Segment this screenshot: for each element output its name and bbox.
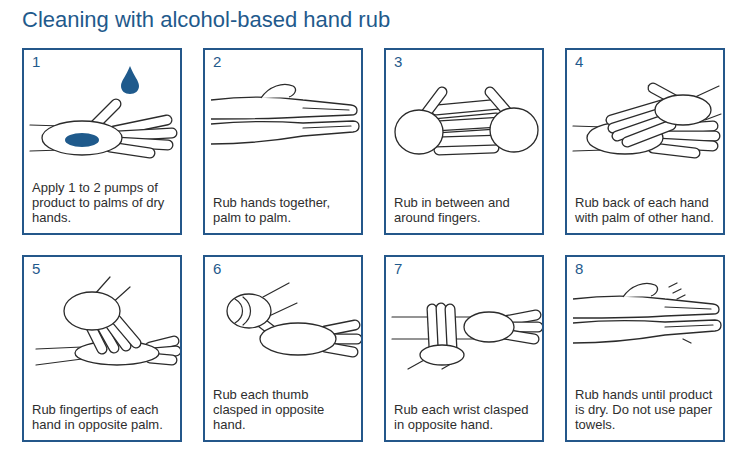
step-number: 6 bbox=[213, 260, 353, 278]
finger-line bbox=[235, 297, 251, 325]
step-panel: 2Rub hands together, palm to palm. bbox=[203, 48, 363, 235]
finger bbox=[441, 308, 443, 349]
step-panel: 5Rub fingertips of each hand in opposite… bbox=[22, 255, 182, 442]
finger bbox=[110, 147, 150, 153]
hand bbox=[211, 121, 359, 144]
step-caption: Rub hands until product is dry. Do not u… bbox=[575, 387, 715, 432]
finger-line bbox=[303, 108, 351, 128]
finger bbox=[441, 308, 443, 349]
finger bbox=[110, 147, 150, 153]
step-caption: Apply 1 to 2 pumps of product to palms o… bbox=[32, 180, 172, 225]
finger bbox=[627, 125, 671, 142]
finger bbox=[450, 309, 452, 349]
step-caption: Rub fingertips of each hand in opposite … bbox=[32, 402, 172, 432]
finger bbox=[114, 317, 136, 343]
step-number: 3 bbox=[394, 53, 534, 71]
step-number: 2 bbox=[213, 53, 353, 71]
step-number: 5 bbox=[32, 260, 172, 278]
palm bbox=[395, 110, 443, 154]
step-caption: Rub each wrist clasped in opposite hand. bbox=[394, 402, 534, 432]
step-number: 1 bbox=[32, 53, 172, 71]
finger bbox=[436, 140, 500, 142]
apply-illustration bbox=[30, 66, 172, 155]
thumb bbox=[261, 85, 296, 99]
step-caption: Rub each thumb clasped in opposite hand. bbox=[213, 387, 353, 432]
finger bbox=[117, 133, 172, 136]
product-drop bbox=[121, 66, 139, 94]
step-number: 7 bbox=[394, 260, 534, 278]
thumb bbox=[623, 284, 658, 298]
palm-to-palm-illustration bbox=[211, 85, 359, 145]
finger bbox=[436, 104, 500, 110]
hand bbox=[64, 292, 120, 330]
step-caption: Rub back of each hand with palm of other… bbox=[575, 195, 715, 225]
hand bbox=[573, 320, 721, 343]
finger bbox=[432, 309, 434, 349]
finger bbox=[439, 148, 494, 150]
wrist-illustration bbox=[392, 308, 538, 369]
motion-dash bbox=[669, 283, 691, 343]
hand bbox=[573, 296, 719, 318]
wrist bbox=[36, 347, 82, 365]
finger bbox=[627, 125, 671, 142]
step-caption: Rub in between and around fingers. bbox=[394, 195, 534, 225]
finger bbox=[114, 317, 136, 343]
fingertips-illustration bbox=[36, 277, 176, 365]
finger bbox=[450, 309, 452, 349]
finger bbox=[436, 104, 500, 110]
palm bbox=[490, 108, 538, 152]
step-number: 4 bbox=[575, 53, 715, 71]
palm bbox=[42, 121, 122, 155]
finger bbox=[439, 148, 494, 150]
finger bbox=[653, 148, 695, 153]
step-number: 8 bbox=[575, 260, 715, 278]
step-panel: 4Rub back of each hand with palm of othe… bbox=[565, 48, 725, 235]
hand bbox=[211, 97, 357, 119]
finger-line bbox=[665, 307, 713, 327]
finger bbox=[117, 133, 172, 136]
back-of-hand-illustration bbox=[573, 86, 721, 154]
thumb-illustration bbox=[227, 283, 357, 355]
finger bbox=[432, 309, 434, 349]
step-panel: 1Apply 1 to 2 pumps of product to palms … bbox=[22, 48, 182, 235]
finger bbox=[436, 140, 500, 142]
rub-dry-illustration bbox=[573, 283, 721, 343]
product-blob bbox=[65, 133, 99, 147]
clasping-hand bbox=[227, 294, 271, 328]
step-panel: 3Rub in between and around fingers. bbox=[384, 48, 544, 235]
step-panel: 7Rub each wrist clasped in opposite hand… bbox=[384, 255, 544, 442]
step-panel: 6Rub each thumb clasped in opposite hand… bbox=[203, 255, 363, 442]
step-caption: Rub hands together, palm to palm. bbox=[213, 195, 353, 225]
clasping-palm bbox=[420, 345, 464, 365]
palm bbox=[655, 95, 711, 125]
between-fingers-illustration bbox=[395, 92, 538, 154]
palm bbox=[260, 323, 336, 355]
palm bbox=[464, 312, 514, 342]
page-title: Cleaning with alcohol-based hand rub bbox=[22, 7, 390, 33]
step-panel: 8Rub hands until product is dry. Do not … bbox=[565, 255, 725, 442]
finger bbox=[653, 148, 695, 153]
